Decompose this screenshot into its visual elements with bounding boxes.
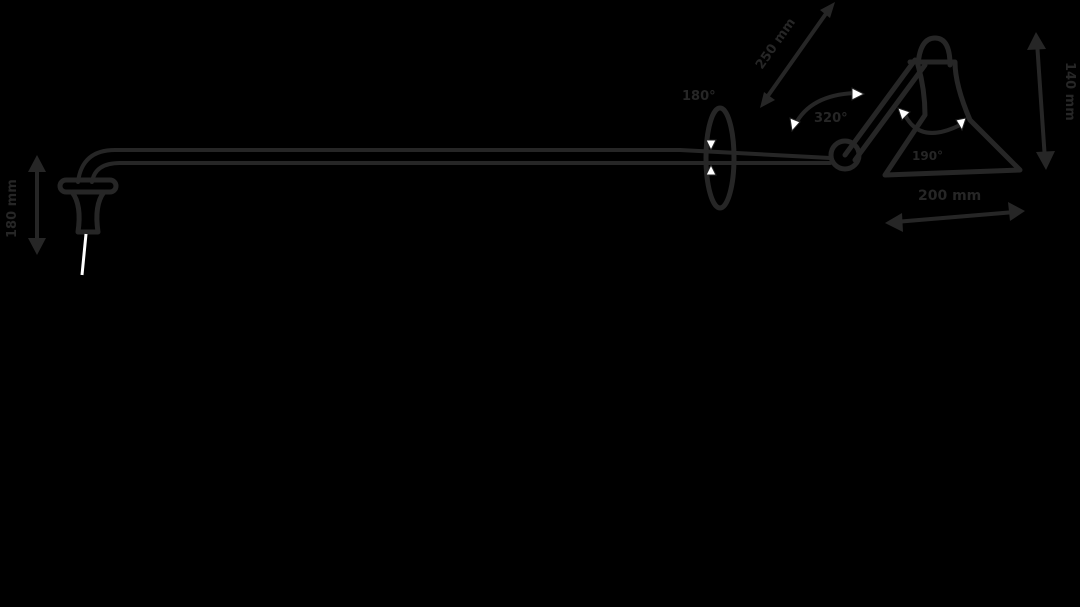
long-arm (76, 148, 832, 184)
lamp-shade: 190° (882, 35, 1023, 178)
shade-width-dimension: 200 mm (885, 188, 1025, 232)
upper-arm-length-dimension: 250 mm (753, 2, 835, 108)
mount-height-dimension: 180 mm (5, 155, 46, 255)
arm-rotation-indicator: 180° (682, 89, 737, 211)
arm-rotation-label: 180° (682, 89, 716, 104)
elbow-joint (828, 57, 928, 172)
shade-width-label: 200 mm (918, 188, 981, 204)
shade-angle-label: 190° (912, 149, 943, 163)
elbow-angle-indicator: 320° (789, 87, 866, 133)
mount-height-label: 180 mm (5, 179, 20, 238)
shade-height-label: 140 mm (1062, 62, 1077, 121)
wall-mount (57, 177, 119, 276)
elbow-angle-label: 320° (814, 111, 848, 126)
shade-height-dimension: 140 mm (1027, 32, 1077, 170)
